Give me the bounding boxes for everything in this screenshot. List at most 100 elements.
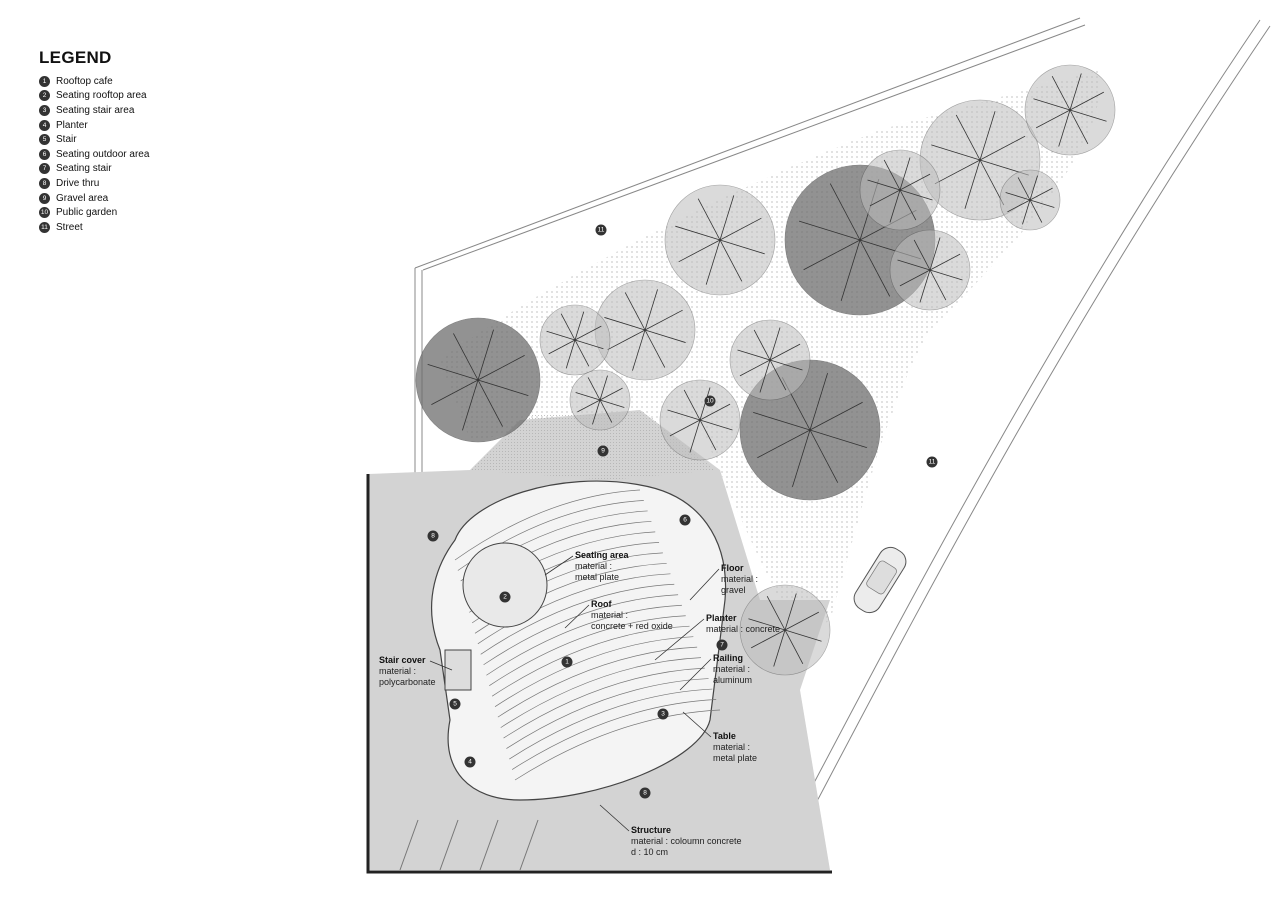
marker-number: 8 bbox=[643, 790, 647, 797]
callout-line: material : bbox=[713, 664, 750, 674]
roof bbox=[431, 480, 727, 801]
roof-rib bbox=[514, 709, 721, 781]
marker-number: 10 bbox=[706, 398, 714, 405]
legend-number: 3 bbox=[39, 104, 50, 116]
marker-number: 5 bbox=[453, 701, 457, 708]
marker: 8 bbox=[427, 530, 439, 542]
callout-line: material : bbox=[575, 561, 612, 571]
legend-number: 10 bbox=[39, 207, 50, 219]
car bbox=[853, 546, 907, 614]
callout-title: Roof bbox=[591, 599, 612, 609]
roof-rib bbox=[454, 489, 641, 561]
roof-rib bbox=[477, 573, 671, 645]
legend-number: 8 bbox=[39, 177, 50, 189]
roof-rib bbox=[486, 604, 682, 676]
trees bbox=[415, 64, 1116, 676]
marker-number: 1 bbox=[565, 659, 569, 666]
leader-line bbox=[544, 555, 574, 576]
leader-line bbox=[429, 660, 453, 671]
roof-rib bbox=[483, 594, 679, 666]
legend-label: Rooftop cafe bbox=[56, 75, 113, 87]
leader-lines bbox=[429, 555, 720, 832]
rooftop-seating-circle bbox=[462, 542, 548, 628]
legend-number: 4 bbox=[39, 119, 50, 131]
legend-items: 1 Rooftop cafe 2 Seating rooftop area 3 Seati… bbox=[39, 74, 239, 235]
roof-rib bbox=[497, 646, 698, 718]
legend-label: Planter bbox=[56, 119, 88, 131]
marker-number: 3 bbox=[661, 711, 665, 718]
callout-line: material : bbox=[591, 610, 628, 620]
roof-rib bbox=[509, 688, 713, 760]
marker: 7 bbox=[716, 639, 728, 651]
tree bbox=[859, 149, 941, 231]
leader-line bbox=[689, 568, 720, 601]
tree bbox=[889, 229, 971, 311]
tree bbox=[664, 184, 776, 296]
legend-label: Stair bbox=[56, 134, 77, 146]
tree bbox=[415, 317, 541, 443]
legend: LEGEND 1 Rooftop cafe 2 Seating rooftop are… bbox=[39, 48, 239, 235]
marker: 4 bbox=[464, 756, 476, 768]
tree bbox=[659, 379, 741, 461]
legend-item: 2 Seating rooftop area bbox=[39, 89, 239, 104]
legend-number: 2 bbox=[39, 90, 50, 102]
marker-number: 11 bbox=[598, 227, 605, 234]
callout-line: metal plate bbox=[575, 572, 619, 582]
legend-number: 6 bbox=[39, 148, 50, 160]
callout-line: aluminum bbox=[713, 675, 752, 685]
marker: 3 bbox=[657, 708, 669, 720]
legend-label: Drive thru bbox=[56, 177, 100, 189]
drive-thru-stripes bbox=[399, 819, 539, 871]
gravel-area bbox=[470, 412, 715, 480]
callout-title: Stair cover bbox=[379, 655, 426, 665]
marker-number: 11 bbox=[929, 459, 936, 466]
callout-line: metal plate bbox=[713, 753, 757, 763]
marker: 11 bbox=[595, 224, 607, 236]
building bbox=[431, 480, 727, 801]
callout-title: Structure bbox=[631, 825, 671, 835]
leader-line bbox=[599, 804, 630, 832]
callout-line: d : 10 cm bbox=[631, 847, 668, 857]
callout-title: Floor bbox=[721, 563, 744, 573]
legend-label: Seating rooftop area bbox=[56, 90, 147, 102]
leader-line bbox=[564, 604, 590, 629]
legend-item: 10 Public garden bbox=[39, 205, 239, 220]
marker-number: 7 bbox=[720, 642, 724, 649]
roof-rib bbox=[503, 667, 705, 739]
tree bbox=[539, 304, 611, 376]
tree bbox=[569, 369, 631, 431]
legend-number: 7 bbox=[39, 163, 50, 175]
marker-number: 9 bbox=[601, 448, 605, 455]
callout-line: material : bbox=[379, 666, 416, 676]
callout-title: Planter bbox=[706, 613, 737, 623]
marker-number: 2 bbox=[503, 594, 507, 601]
legend-label: Seating stair area bbox=[56, 104, 135, 116]
callout-line: gravel bbox=[721, 585, 746, 595]
tree bbox=[1024, 64, 1116, 156]
legend-number: 1 bbox=[39, 75, 50, 87]
roof-rib bbox=[506, 678, 709, 749]
roof-rib bbox=[491, 625, 690, 697]
legend-item: 4 Planter bbox=[39, 118, 239, 133]
tree bbox=[594, 279, 696, 381]
legend-label: Public garden bbox=[56, 207, 118, 219]
marker: 5 bbox=[449, 698, 461, 710]
roof-rib bbox=[489, 615, 686, 687]
leader-line bbox=[682, 711, 712, 738]
site-border bbox=[366, 474, 832, 874]
legend-number: 9 bbox=[39, 192, 50, 204]
legend-title: LEGEND bbox=[39, 48, 112, 67]
marker: 10 bbox=[704, 395, 716, 407]
leader-line bbox=[679, 658, 712, 691]
roof-rib bbox=[500, 657, 701, 728]
